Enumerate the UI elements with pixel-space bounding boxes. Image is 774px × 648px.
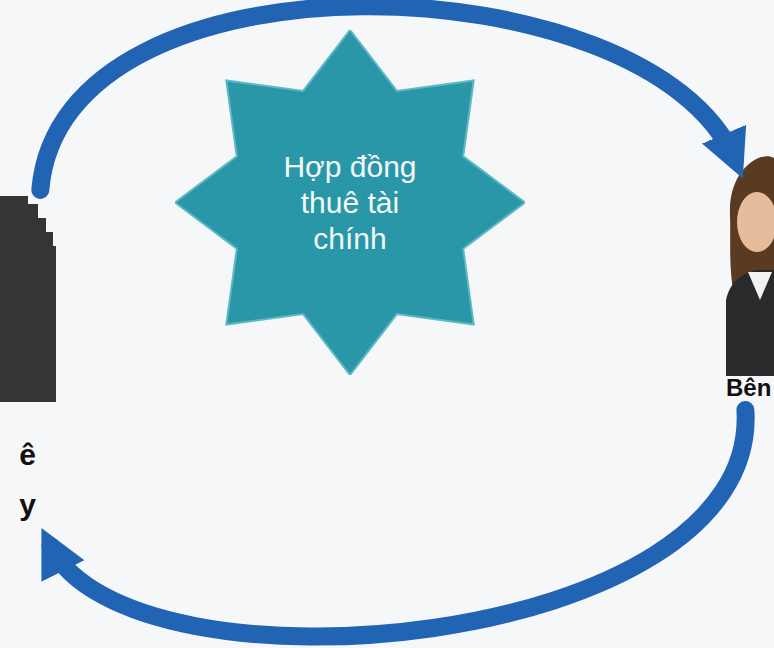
- person-collar: [748, 272, 772, 300]
- star-outline: [175, 30, 525, 375]
- node-label: Bên: [726, 373, 774, 403]
- contract-star: Hợp đồng thuê tài chính: [175, 30, 525, 375]
- node-label: Hợp đồng thuê tài chính: [265, 149, 435, 257]
- person-face: [737, 192, 774, 252]
- lessor-node: ê y: [0, 190, 56, 540]
- curved-arrow: [50, 410, 745, 637]
- building-silhouette: [0, 196, 56, 402]
- node-label: ê y: [2, 430, 36, 530]
- person-suit: [726, 270, 774, 376]
- lessee-node: Bên: [722, 160, 774, 410]
- star-text-wrap: Hợp đồng thuê tài chính: [175, 30, 525, 375]
